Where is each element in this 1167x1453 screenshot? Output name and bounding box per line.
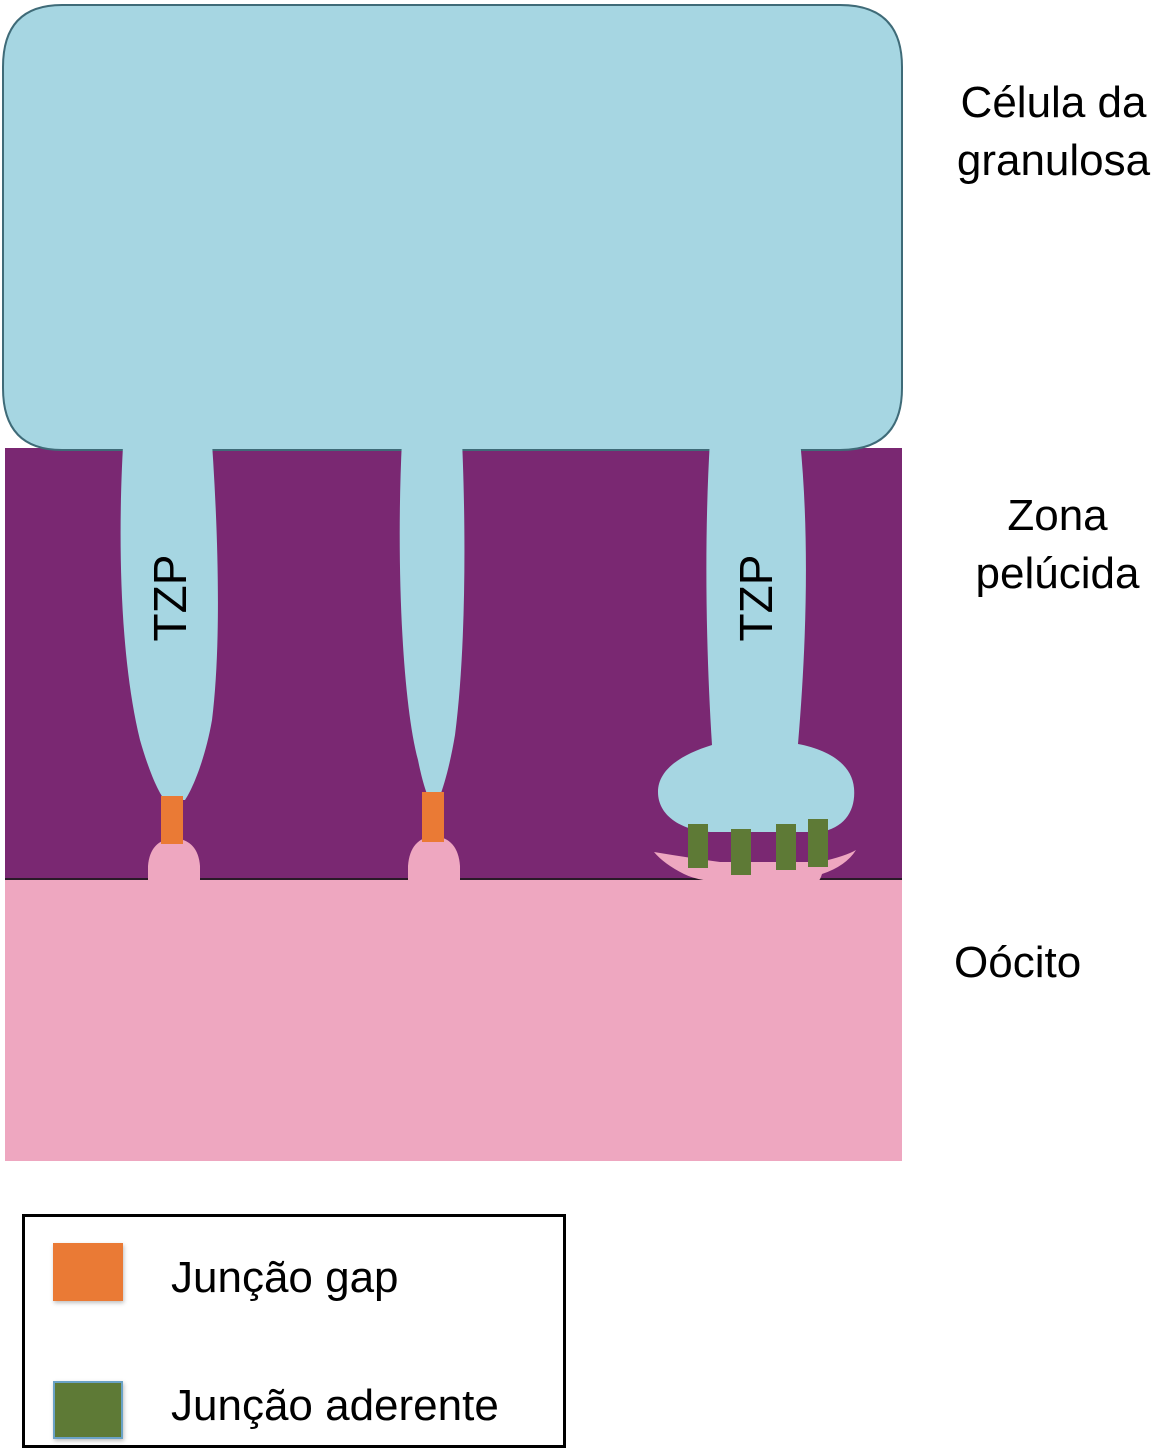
adherens-junction-2	[731, 829, 751, 875]
granulosa-label: Célula da granulosa	[940, 74, 1167, 190]
granulosa-cell	[1, 4, 903, 451]
adherens-junction-4	[808, 819, 828, 867]
tzp-projection-2	[399, 440, 465, 796]
zona-label-line-2: pelúcida	[975, 549, 1140, 598]
zona-label-line-1: Zona	[1007, 491, 1108, 540]
adherens-junction-swatch	[53, 1381, 123, 1439]
tzp-label-left: TZP	[144, 555, 196, 642]
gap-junction-swatch	[53, 1243, 123, 1301]
granulosa-label-line-1: Célula da	[960, 78, 1147, 127]
oocyte-label: Oócito	[954, 938, 1082, 987]
zona-pellucida-label: Zona pelúcida	[950, 487, 1165, 603]
oocyte-membrane-extension	[654, 850, 856, 885]
gap-junction-1	[161, 796, 183, 844]
tzp-label-right: TZP	[730, 555, 782, 642]
tzp-projection-3	[658, 440, 855, 832]
oocyte-region	[5, 878, 902, 1161]
adherens-junction-1	[688, 824, 708, 868]
legend-label-gap: Junção gap	[171, 1253, 399, 1302]
granulosa-label-line-2: granulosa	[956, 136, 1151, 185]
tzp-diagram: TZP TZP	[1, 4, 903, 1161]
oocyte-bump-2	[408, 836, 460, 880]
legend: Junção gap Junção aderente	[22, 1214, 566, 1448]
adherens-junction-3	[776, 824, 796, 870]
oocyte-bump-1	[148, 838, 200, 880]
legend-label-aderente: Junção aderente	[171, 1381, 499, 1430]
gap-junction-2	[422, 792, 444, 842]
tzp-projection-1	[120, 415, 218, 800]
